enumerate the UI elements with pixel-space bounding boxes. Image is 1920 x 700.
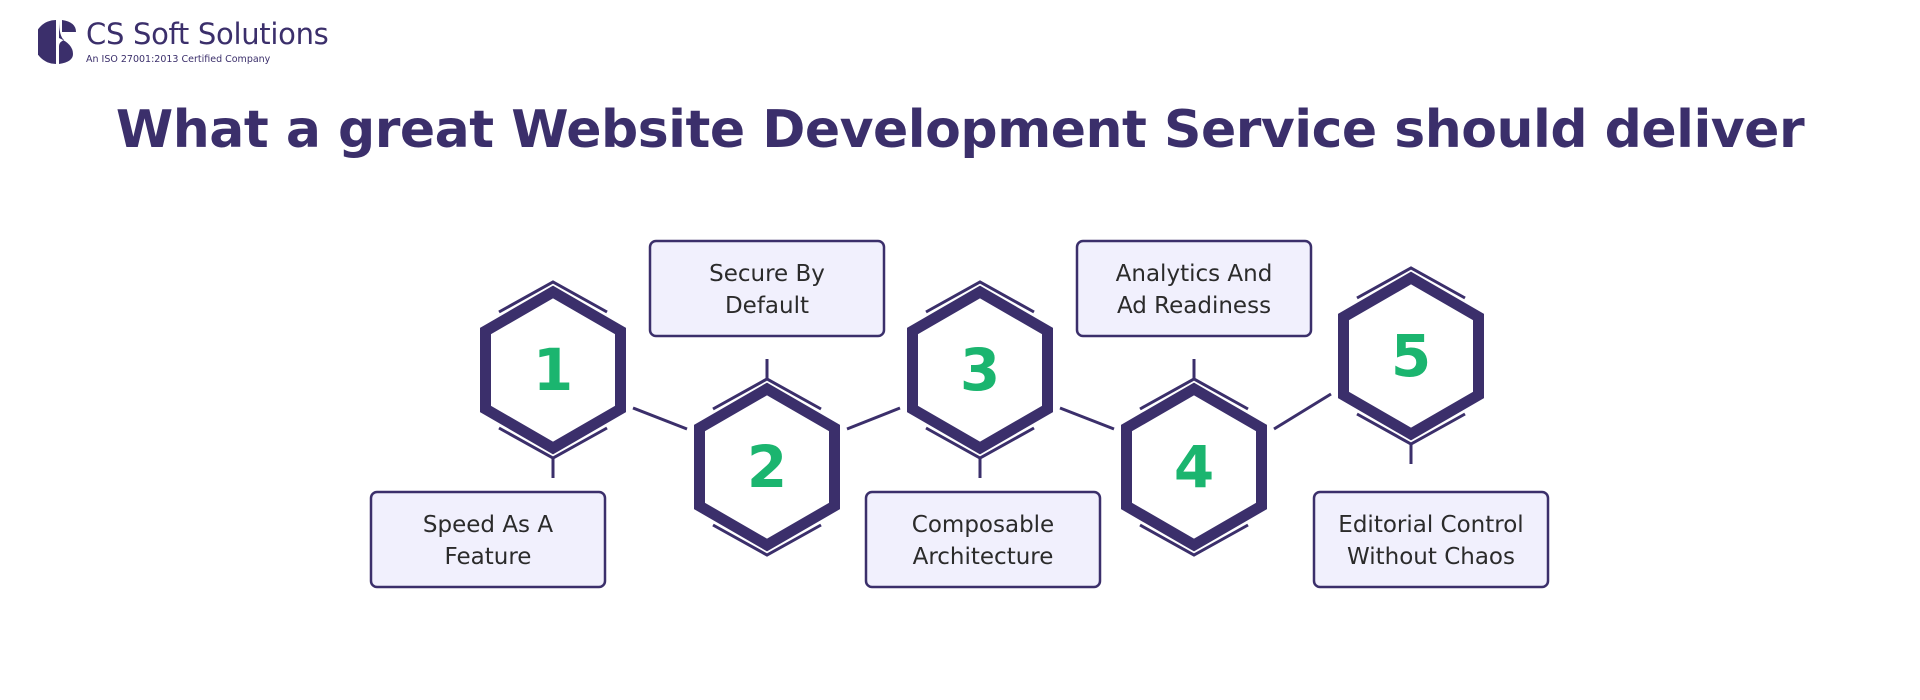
step-number: 1 — [533, 336, 573, 404]
label-line: Ad Readiness — [1117, 293, 1271, 319]
hexagon — [907, 285, 1053, 455]
label-box — [369, 490, 607, 589]
label-line: Editorial Control — [1338, 512, 1523, 538]
chevron-bottom — [1139, 523, 1249, 557]
label-line: Speed As A — [423, 512, 553, 538]
logo-mark-icon — [38, 20, 76, 64]
step-4: 4 Analytics And Ad Readiness — [1075, 239, 1313, 557]
label-box — [1312, 490, 1550, 589]
page-title: What a great Website Development Service… — [115, 100, 1805, 160]
logo-tagline: An ISO 27001:2013 Certified Company — [86, 53, 271, 65]
label-box — [1075, 239, 1313, 338]
connector-line — [1059, 406, 1115, 431]
step-number: 5 — [1391, 322, 1431, 390]
chevron-top — [925, 280, 1035, 314]
chevron-top — [1356, 266, 1466, 300]
hexagon — [480, 285, 626, 455]
hexagon — [1121, 382, 1267, 552]
label-line: Secure By — [709, 261, 825, 287]
step-2: 2 Secure By Default — [648, 239, 886, 557]
label-line: Architecture — [913, 544, 1054, 570]
chevron-bottom — [712, 523, 822, 557]
label-line: Feature — [445, 544, 532, 570]
step-number: 3 — [960, 336, 1000, 404]
label-box — [648, 239, 886, 338]
label-line: Without Chaos — [1347, 544, 1515, 570]
label-line: Composable — [912, 512, 1054, 538]
label-line: Analytics And — [1116, 261, 1273, 287]
logo: CS Soft Solutions An ISO 27001:2013 Cert… — [38, 16, 329, 66]
connector-line — [846, 406, 901, 431]
label-line: Default — [725, 293, 809, 319]
step-number: 2 — [747, 433, 787, 501]
chevron-top — [498, 280, 608, 314]
hexagon — [1338, 271, 1484, 441]
logo-name: CS Soft Solutions — [86, 16, 329, 51]
hexagon — [694, 382, 840, 552]
connector-line — [632, 406, 688, 431]
step-number: 4 — [1174, 433, 1214, 501]
label-box — [864, 490, 1102, 589]
connector-line — [1273, 392, 1332, 431]
